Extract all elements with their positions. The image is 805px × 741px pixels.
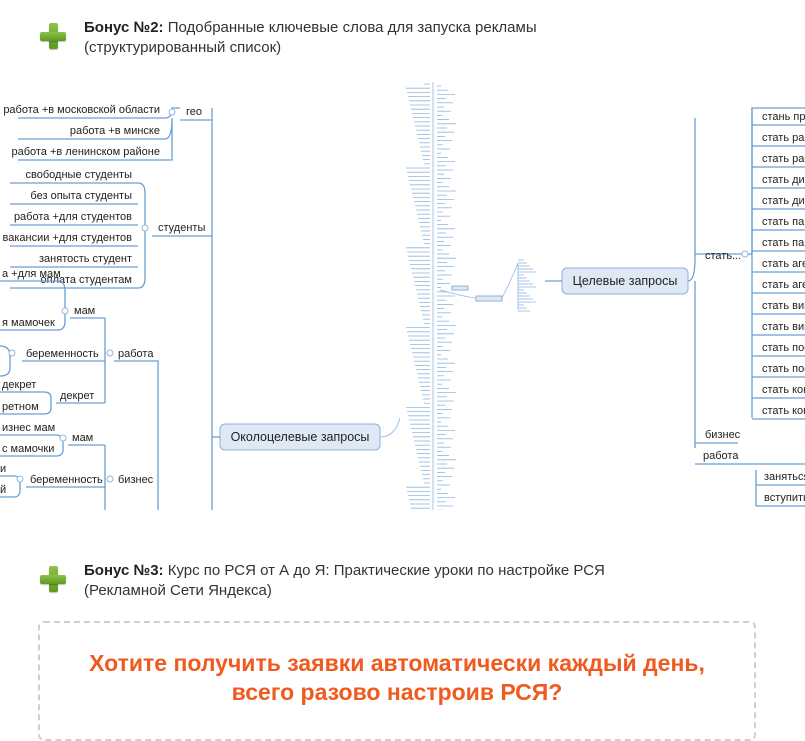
mindmap-leaf: работа +в минске — [70, 125, 160, 137]
mindmap-group-label: работа — [703, 450, 739, 462]
cta-title: Хотите получить заявки автоматически каж… — [40, 649, 754, 707]
bonus-3-text: Бонус №3: Курс по РСЯ от А до Я: Практич… — [84, 561, 605, 601]
mindmap-node-dot — [168, 108, 176, 116]
mindmap-leaf: заняться — [764, 471, 805, 483]
mindmap-node-dot — [8, 349, 16, 357]
mindmap-leaf: изнес мам — [2, 422, 55, 434]
mindmap-leaf: стать пар — [762, 216, 805, 228]
mindmap-leaf: работа +в московской области — [3, 104, 160, 116]
mindmap-image: работа +в московской области работа +в ми… — [0, 78, 805, 510]
mindmap-leaf: стать аге — [762, 279, 805, 291]
cta-box: Хотите получить заявки автоматически каж… — [38, 621, 756, 741]
mindmap-leaf: свободные студенты — [26, 169, 133, 181]
mindmap-leaf: стать пар — [762, 237, 805, 249]
mindmap-leaf: занятость студент — [39, 253, 132, 265]
mindmap-leaf: стать пос — [762, 363, 805, 375]
mindmap-leaf: я мамочек — [2, 317, 55, 329]
mindmap-group-label: гео — [186, 106, 202, 118]
mindmap-leaf: стать пос — [762, 342, 805, 354]
mindmap-node-dot — [16, 475, 24, 483]
mindmap-leaf: а +для мам — [2, 268, 61, 280]
mindmap-micro-node — [475, 295, 503, 302]
bonus-2: Бонус №2: Подобранные ключевые слова для… — [40, 18, 537, 58]
mindmap-node-dot — [141, 224, 149, 232]
mindmap-leaf: й — [0, 484, 6, 496]
mindmap-leaf: стань пре — [762, 111, 805, 123]
mindmap-leaf: ретном — [2, 401, 39, 413]
plus-icon — [40, 23, 66, 49]
mindmap-group-label: бизнес — [118, 474, 154, 486]
mindmap-group-label: стать... — [705, 250, 741, 262]
mindmap-leaf: вакансии +для студентов — [3, 232, 133, 244]
mindmap-leaf: стать аге — [762, 258, 805, 270]
mindmap-sub-label: мам — [74, 305, 95, 317]
mindmap-sub-label: беременность — [26, 348, 99, 360]
mindmap-spine-right — [687, 118, 696, 448]
mindmap-sub-label: декрет — [60, 390, 94, 402]
mindmap-group-label: бизнес — [705, 429, 741, 441]
mindmap-sub-label: мам — [72, 432, 93, 444]
mindmap-leaf: работа +для студентов — [14, 211, 132, 223]
bonus-2-text: Бонус №2: Подобранные ключевые слова для… — [84, 18, 537, 58]
mindmap-sub-label: беременность — [30, 474, 103, 486]
bonus-2-label: Бонус №2: — [84, 19, 164, 36]
mindmap-node-dot — [106, 475, 114, 483]
mindmap-leaf: без опыта студенты — [30, 190, 132, 202]
bonus-2-subtitle: (структурированный список) — [84, 39, 282, 56]
mindmap-node-dot — [106, 349, 114, 357]
mindmap-micro-node — [451, 285, 469, 291]
mindmap-group-label: работа — [118, 348, 154, 360]
mindmap-node-dot — [741, 250, 749, 258]
mindmap-leaf: работа +в ленинском районе — [11, 146, 160, 158]
mindmap-node-dot — [59, 434, 67, 442]
bonus-3-subtitle: (Рекламной Сети Яндекса) — [84, 582, 272, 599]
mindmap-node-dot — [61, 307, 69, 315]
mindmap-leaf: стать дис — [762, 195, 805, 207]
bonus-3: Бонус №3: Курс по РСЯ от А до Я: Практич… — [40, 561, 605, 601]
mindmap-leaf: стать вип — [762, 321, 805, 333]
mindmap-leaf: стать рас — [762, 132, 805, 144]
bonus-3-title: Курс по РСЯ от А до Я: Практические урок… — [167, 562, 605, 579]
mindmap-leaf: стать рас — [762, 153, 805, 165]
mindmap-leaf: вступить — [764, 492, 805, 504]
mindmap-leaf: стать дис — [762, 174, 805, 186]
mindmap-svg: работа +в московской области работа +в ми… — [0, 82, 805, 510]
mindmap-central-left-label: Околоцелевые запросы — [231, 430, 370, 444]
bonus-3-label: Бонус №3: — [84, 562, 164, 579]
plus-icon — [40, 566, 66, 592]
mindmap-central-right-label: Целевые запросы — [573, 274, 678, 288]
cta-line-2: всего разово настроив РСЯ? — [231, 679, 563, 705]
mindmap-leaf: декрет — [2, 379, 36, 391]
mindmap-leaf: и — [0, 463, 6, 475]
mindmap-leaf: стать вип — [762, 300, 805, 312]
mindmap-leaf: стать кон — [762, 405, 805, 417]
mindmap-leaf: стать кон — [762, 384, 805, 396]
cta-line-1: Хотите получить заявки автоматически каж… — [89, 650, 705, 676]
bonus-2-title: Подобранные ключевые слова для запуска р… — [167, 19, 537, 36]
mindmap-group-label: студенты — [158, 222, 205, 234]
mindmap-leaf: с мамочки — [2, 443, 54, 455]
